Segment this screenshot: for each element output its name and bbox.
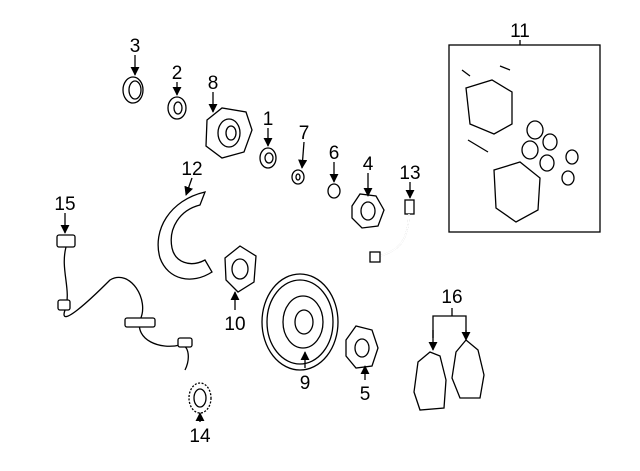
part-1-bearing[interactable] <box>259 147 277 169</box>
part-6-nut[interactable] <box>327 183 341 199</box>
part-12-dust-shield[interactable] <box>157 191 213 280</box>
callout-7[interactable]: 7 <box>299 123 310 144</box>
part-9-rotor[interactable] <box>261 273 339 371</box>
leader-lines <box>60 40 521 422</box>
callout-14[interactable]: 14 <box>189 426 211 447</box>
part-3-seal[interactable] <box>122 76 144 104</box>
callout-3[interactable]: 3 <box>130 36 141 57</box>
callout-11[interactable]: 11 <box>510 21 530 42</box>
part-7-washer[interactable] <box>291 169 305 185</box>
callout-15[interactable]: 15 <box>54 194 75 215</box>
callout-6[interactable]: 6 <box>329 143 340 164</box>
part-15-abs-sensor[interactable] <box>56 234 193 371</box>
part-2-bearing[interactable] <box>167 96 187 120</box>
part-11-caliper-kit[interactable] <box>448 44 601 233</box>
part-14-tone-ring[interactable] <box>188 382 212 414</box>
callout-12[interactable]: 12 <box>181 159 202 180</box>
callout-4[interactable]: 4 <box>363 154 374 175</box>
callout-10[interactable]: 10 <box>224 314 245 335</box>
callout-8[interactable]: 8 <box>208 73 219 94</box>
part-4-locking-hub[interactable] <box>351 193 385 229</box>
callout-9[interactable]: 9 <box>300 373 311 394</box>
callout-13[interactable]: 13 <box>399 163 420 184</box>
callout-2[interactable]: 2 <box>172 63 183 84</box>
part-5-hub-cap[interactable] <box>345 325 379 369</box>
callout-5[interactable]: 5 <box>360 384 371 405</box>
part-8-hub[interactable] <box>205 107 253 159</box>
callout-1[interactable]: 1 <box>263 109 274 130</box>
part-13-brake-hose[interactable] <box>369 199 415 263</box>
part-10-spindle[interactable] <box>224 245 257 293</box>
callout-16[interactable]: 16 <box>441 287 462 308</box>
part-16-brake-pads[interactable] <box>413 308 485 411</box>
